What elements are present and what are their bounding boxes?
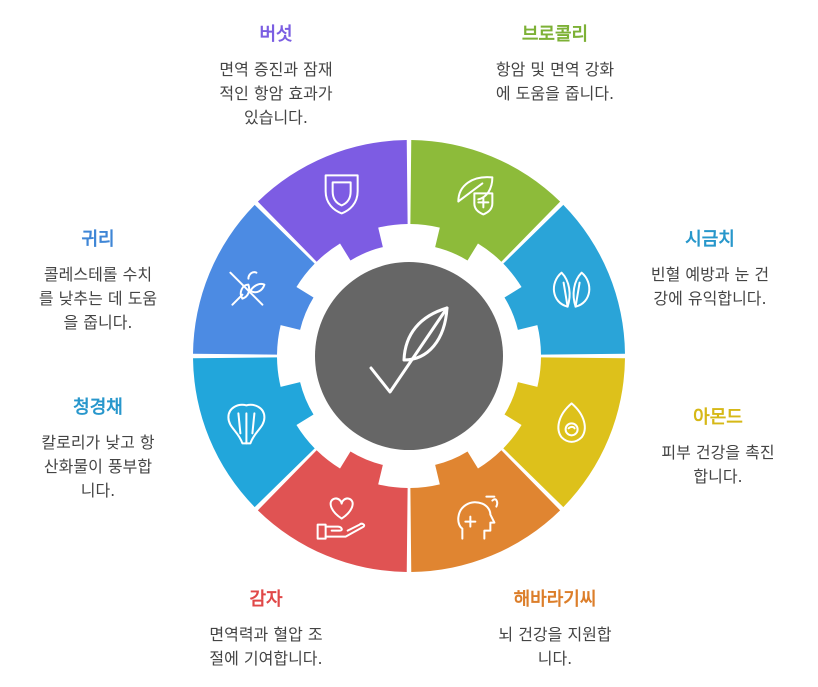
label-title: 귀리 [81,229,115,250]
label-desc: 뇌 건강을 지원합 니다. [455,623,655,671]
desc-line: 면역력과 혈압 조 [209,625,323,644]
label-title: 버섯 [259,24,293,45]
bokchoy-icon [227,403,266,445]
desc-line: 항암 및 면역 강화 [495,60,615,79]
label-desc: 피부 건강을 촉진 합니다. [633,441,803,489]
desc-line: 산화물이 풍부합 [43,457,153,476]
desc-line: 적인 항암 효과가 [219,84,333,103]
desc-line: 피부 건강을 촉진 [661,443,775,462]
desc-line: 절에 기여합니다. [209,649,323,668]
desc-line: 강에 유익합니다. [653,289,767,308]
leaf-check-icon [369,306,449,394]
label-desc: 면역 증진과 잠재 적인 항암 효과가 있습니다. [176,58,376,130]
desc-line: 합니다. [693,467,743,486]
segment-mushroom [257,140,408,262]
label-potato: 감자 면역력과 혈압 조 절에 기여합니다. [166,585,366,671]
label-wood-ear: 귀리 콜레스테롤 수치 를 낮추는 데 도움 을 줍니다. [8,225,188,335]
segment-wood_ear [193,204,315,355]
desc-line: 니다. [80,481,116,500]
desc-line: 있습니다. [244,108,308,127]
label-desc: 빈혈 예방과 눈 건 강에 유익합니다. [620,263,800,311]
label-title: 감자 [249,589,283,610]
label-desc: 콜레스테롤 수치 를 낮추는 데 도움 을 줍니다. [8,263,188,335]
desc-line: 니다. [537,649,573,668]
desc-line: 뇌 건강을 지원합 [498,625,612,644]
label-desc: 칼로리가 낮고 항 산화물이 풍부합 니다. [8,431,188,503]
heart-hand-icon [316,497,366,540]
head-plus-minus-icon [457,495,499,540]
segment-almond [503,357,625,508]
no-grain-icon [229,271,266,306]
desc-line: 칼로리가 낮고 항 [41,433,155,452]
shield-icon [324,174,359,215]
desc-line: 를 낮추는 데 도움 [38,289,158,308]
label-title: 해바라기씨 [513,589,597,610]
label-title: 청경채 [73,397,123,418]
segment-sunflower [410,450,561,572]
label-sunflower: 해바라기씨 뇌 건강을 지원합 니다. [455,585,655,671]
label-title: 브로콜리 [521,24,589,45]
label-mushroom: 버섯 면역 증진과 잠재 적인 항암 효과가 있습니다. [176,20,376,130]
desc-line: 면역 증진과 잠재 [219,60,333,79]
desc-line: 빈혈 예방과 눈 건 [650,265,770,284]
label-broccoli: 브로콜리 항암 및 면역 강화 에 도움을 줍니다. [455,20,655,106]
label-title: 시금치 [685,229,735,250]
almond-icon [557,402,586,443]
segment-spinach [503,204,625,355]
segment-bokchoy [193,357,315,508]
label-spinach: 시금치 빈혈 예방과 눈 건 강에 유익합니다. [620,225,800,311]
label-almond: 아몬드 피부 건강을 촉진 합니다. [633,403,803,489]
leaf-shield-icon [457,176,494,216]
desc-line: 을 줍니다. [63,313,133,332]
label-desc: 면역력과 혈압 조 절에 기여합니다. [166,623,366,671]
segment-broccoli [410,140,561,262]
desc-line: 에 도움을 줍니다. [495,84,615,103]
desc-line: 콜레스테롤 수치 [43,265,153,284]
spinach-leaves-icon [553,271,591,308]
label-title: 아몬드 [693,407,743,428]
label-desc: 항암 및 면역 강화 에 도움을 줍니다. [455,58,655,106]
center-hub [315,262,503,450]
label-bokchoy: 청경채 칼로리가 낮고 항 산화물이 풍부합 니다. [8,393,188,503]
